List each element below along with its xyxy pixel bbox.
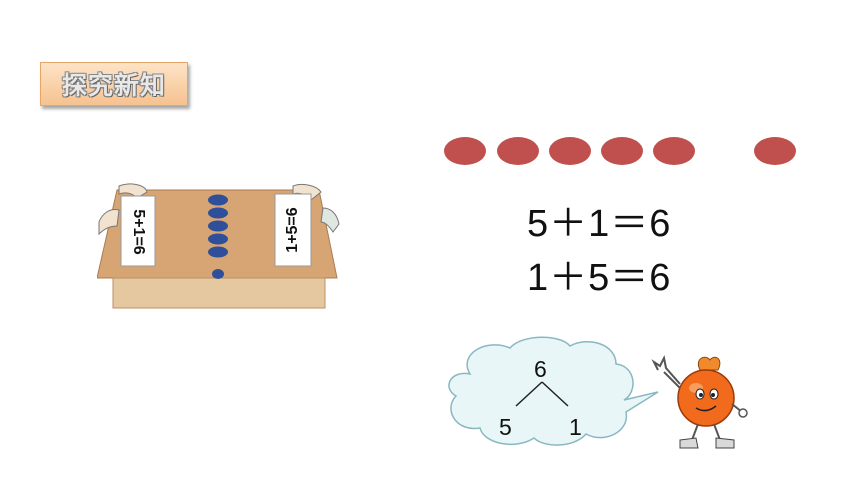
counter-row [444, 137, 796, 165]
mascot-mouth [695, 405, 717, 412]
bond-left-part: 5 [499, 414, 512, 440]
thought-cloud [448, 336, 659, 446]
counter-dot [653, 137, 695, 165]
center-dots [208, 194, 228, 279]
right-sleeve [320, 207, 340, 233]
section-badge: 探究新知 [40, 62, 188, 106]
counter-dot [444, 137, 486, 165]
left-card-text: 5+1=6 [130, 209, 147, 254]
mascot-pointing-hand [651, 354, 681, 385]
right-card-text: 1+5=6 [284, 207, 301, 252]
bond-total: 6 [534, 356, 547, 382]
mascot-right-shoe [715, 437, 735, 449]
right-card [274, 193, 312, 267]
bond-line-right [541, 381, 569, 407]
table-front [112, 277, 326, 309]
counter-dot-separate [754, 137, 796, 165]
cloud-shape [448, 336, 659, 446]
equation-1: 5＋1＝6 [527, 203, 672, 245]
counter-dot [601, 137, 643, 165]
left-card [120, 195, 156, 267]
mascot-leaf [697, 356, 721, 371]
section-badge-label: 探究新知 [61, 71, 166, 100]
counter-dot [549, 137, 591, 165]
equation-2: 1＋5＝6 [527, 257, 672, 299]
counter-dot [497, 137, 539, 165]
mascot-body [677, 369, 735, 427]
bond-line-left [515, 381, 543, 407]
bond-right-part: 1 [569, 414, 582, 440]
mascot-left-shoe [679, 437, 699, 449]
left-sleeve [98, 209, 120, 236]
table-illustration: 5+1=6 1+5=6 [97, 183, 340, 309]
mascot [651, 354, 748, 449]
